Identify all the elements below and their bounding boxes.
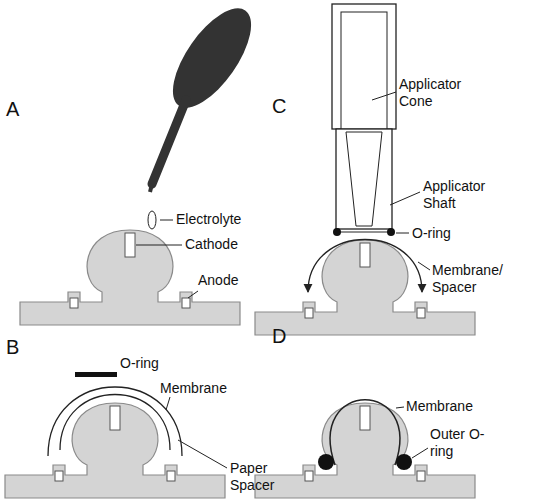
paper-spacer [48, 387, 182, 456]
leader-line [390, 192, 420, 205]
electrode-body [20, 230, 240, 325]
dropper-bulb [158, 0, 265, 120]
applicator-inner [341, 12, 387, 129]
o-ring [337, 232, 391, 233]
part-label: Membrane [406, 398, 473, 415]
part-label: Membrane/ Spacer [432, 262, 512, 296]
leader-line [136, 245, 182, 246]
leader-line [188, 291, 198, 298]
leader-line [166, 397, 170, 410]
membrane [330, 400, 400, 465]
part-label: Applicator Shaft [423, 178, 503, 212]
panel-letter: A [6, 98, 19, 120]
dropper-stem [152, 100, 186, 184]
leader-line [396, 407, 404, 408]
part-label: Applicator Cone [399, 76, 479, 110]
panel-letter: B [6, 336, 19, 358]
leader-line [160, 220, 173, 221]
dropper-tip [150, 184, 152, 192]
leader-line [418, 262, 430, 270]
electrode-body [5, 403, 225, 498]
panel-letter: C [272, 95, 286, 117]
leader-line [396, 233, 409, 234]
o-ring [75, 372, 117, 377]
applicator-cone [346, 132, 382, 226]
part-label: Anode [198, 272, 238, 289]
applicator-tube [332, 4, 396, 129]
o-ring [333, 228, 341, 236]
part-label: Cathode [185, 236, 238, 253]
leader-line [372, 92, 396, 100]
leader-line [178, 440, 227, 468]
leader-line [412, 448, 428, 458]
electrolyte-drop [148, 211, 156, 229]
outer-o-ring [396, 454, 412, 470]
part-label: Electrolyte [176, 211, 241, 228]
part-label: Outer O-ring [430, 426, 490, 460]
panel-letter: D [272, 325, 286, 347]
applicator-shaft [336, 129, 392, 229]
o-ring [387, 228, 395, 236]
membrane-spacer [308, 240, 422, 293]
part-label: O-ring [412, 225, 451, 242]
part-label: Paper Spacer [230, 460, 285, 494]
membrane [60, 395, 170, 451]
outer-o-ring [318, 454, 334, 470]
part-label: O-ring [120, 355, 159, 372]
part-label: Membrane [160, 380, 227, 397]
